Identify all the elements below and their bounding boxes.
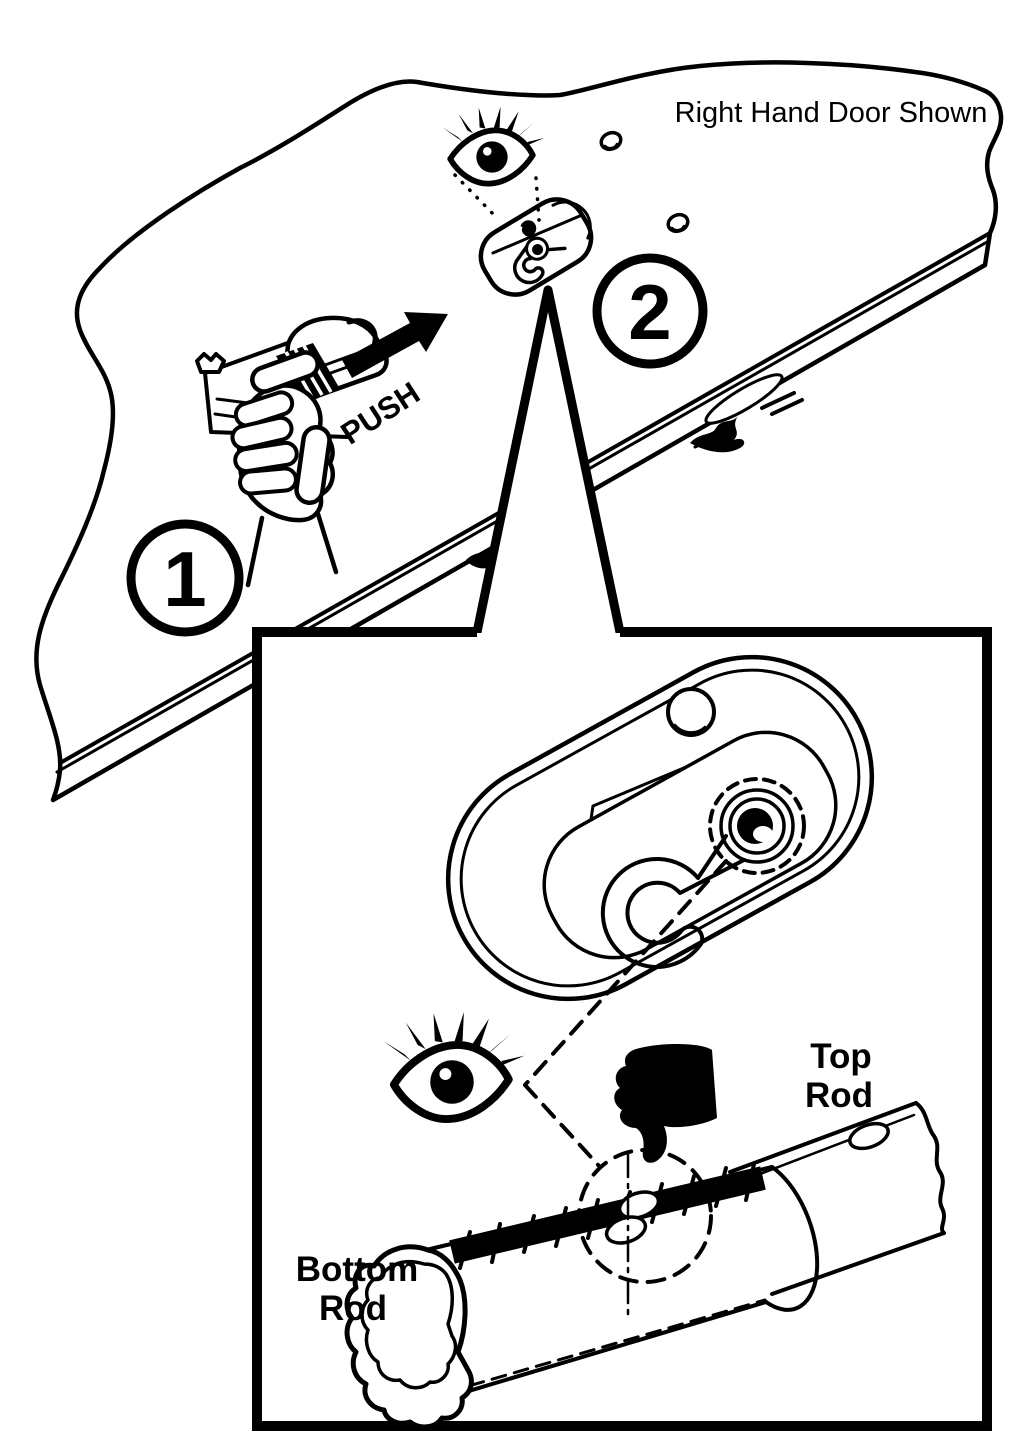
finger — [238, 466, 298, 496]
thumb — [294, 424, 332, 506]
top-rod-hole — [848, 1121, 890, 1151]
step-1-number: 1 — [163, 535, 206, 623]
top-rod-bottom-edge — [770, 1231, 946, 1296]
finger — [233, 440, 299, 474]
figure-title: Right Hand Door Shown — [675, 97, 988, 129]
top-rod-label-line1: Top — [810, 1037, 872, 1076]
inset-border-bottom — [252, 1421, 992, 1431]
index-finger — [250, 350, 320, 394]
inset-border-right — [982, 627, 992, 1431]
callout-triangle — [471, 285, 626, 642]
hook-slot-large — [600, 834, 746, 969]
bottom-rod-open-end-inner — [360, 1259, 458, 1390]
eye-icon — [383, 1012, 525, 1123]
push-arrow-icon — [342, 312, 448, 378]
eye-icon — [442, 106, 545, 187]
inset-border-top-right — [620, 627, 992, 637]
leader-dashed-line-2 — [523, 1083, 602, 1169]
finger — [230, 415, 294, 451]
top-rod-top-edge — [728, 1101, 918, 1174]
dashed-highlight-circle-plate — [708, 777, 806, 875]
step-2-number: 2 — [628, 268, 671, 356]
bottom-rod-label-line2: Rod — [319, 1289, 387, 1328]
sight-line-left — [453, 173, 499, 220]
inset-border-top-left — [252, 627, 477, 637]
leader-dashed-line-1 — [523, 859, 728, 1087]
bottom-rod-label-line1: Bottom — [296, 1250, 418, 1289]
bottom-rod-label: Bottom Rod — [296, 1250, 418, 1328]
plate-hook-slot — [513, 245, 567, 285]
door-hole-2 — [666, 212, 690, 234]
knurl-band — [449, 1166, 766, 1264]
inset-border-left — [252, 627, 262, 1431]
bolt-plate — [478, 197, 594, 297]
thumbs-down-icon — [614, 1044, 717, 1163]
top-rod-label-line2: Rod — [805, 1076, 873, 1115]
plate-cylinder-hole — [525, 236, 550, 261]
rod-hole-bottom — [604, 1215, 648, 1245]
plate-screw-hole — [520, 220, 537, 237]
detail-bolt-plate — [445, 654, 875, 1002]
plate-boss — [542, 730, 838, 960]
top-rod-hidden-edge — [446, 1298, 767, 1394]
bottom-rod-far-rim — [764, 1165, 820, 1312]
bolt-tab — [195, 352, 226, 374]
hand-illustration — [230, 350, 339, 588]
top-rod-break-end — [914, 1101, 946, 1235]
step-1-badge: 1 — [126, 519, 244, 637]
rod-hole-top — [617, 1190, 661, 1220]
door-hole-1 — [599, 130, 623, 152]
rod-assembly — [344, 1101, 946, 1430]
door-edge-endcap — [983, 231, 992, 267]
top-rod-label: Top Rod — [805, 1037, 873, 1115]
step-2-badge: 2 — [592, 253, 708, 369]
wrist-lines — [245, 511, 339, 588]
plate-screw-hole-large — [666, 687, 716, 737]
sight-line-right — [534, 176, 541, 222]
